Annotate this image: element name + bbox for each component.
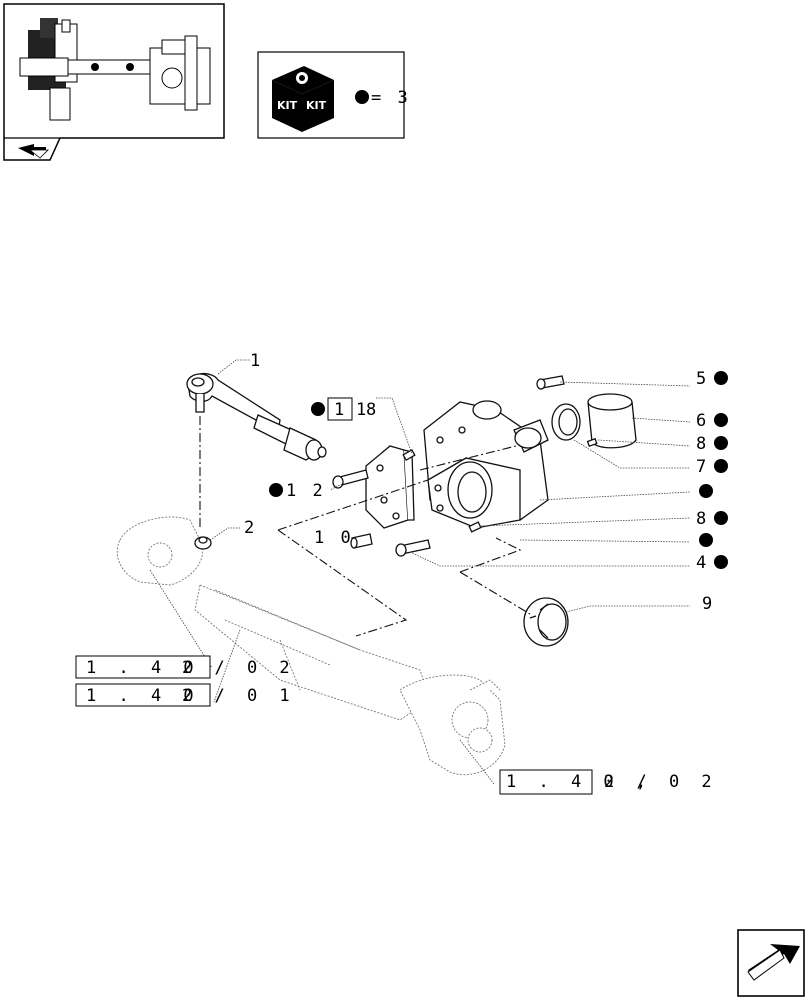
callout-label-1: 1 — [250, 351, 263, 371]
bullet-dot-icon — [311, 402, 325, 416]
callout-label-11b: 1 — [356, 400, 369, 420]
callout-label-4: 4 — [696, 553, 709, 573]
callout-label-6: 6 — [696, 411, 709, 431]
tie-rod-end[interactable] — [186, 373, 327, 461]
bullet-dot-icon — [699, 484, 713, 498]
callout-2[interactable]: 2 — [244, 518, 257, 538]
nav-back-arrow-icon[interactable] — [18, 144, 49, 159]
reference-b-text: 1 . 4 0 — [86, 686, 200, 706]
callout-blank-2[interactable] — [699, 533, 713, 547]
reference-a-text: 1 . 4 0 — [86, 658, 200, 678]
gear-ring-part-9[interactable] — [523, 597, 569, 647]
callout-11[interactable]: 1 1 8 — [311, 397, 379, 421]
callout-label-8a: 8 — [696, 434, 709, 454]
thumbnail-panel[interactable] — [3, 3, 225, 161]
leader-lines — [149, 359, 691, 785]
reference-b-suffix: 2 / 0 1 — [182, 686, 296, 706]
assembly-lines — [277, 444, 531, 637]
callout-label-2: 2 — [244, 518, 257, 538]
pin-part-8-upper[interactable] — [586, 437, 598, 448]
pin-part-18[interactable] — [402, 449, 416, 461]
callout-label-12: 1 2 — [286, 481, 326, 501]
callout-label-8b: 8 — [696, 509, 709, 529]
bullet-dot-icon — [714, 371, 728, 385]
reference-c-suffix: 2 / 0 2 — [604, 772, 718, 792]
flange-plate[interactable] — [365, 445, 415, 529]
bullet-dot-icon — [355, 90, 369, 104]
bullet-dot-icon — [714, 511, 728, 525]
bullet-dot-icon — [269, 483, 283, 497]
pin-part-10[interactable] — [350, 533, 373, 549]
seal-ring-part-7[interactable] — [551, 403, 581, 441]
callout-blank-1[interactable] — [699, 484, 713, 498]
axle-thumbnail-icon — [19, 18, 211, 121]
kit-panel: KIT KIT = 3 — [257, 51, 411, 139]
callout-1[interactable]: 1 — [250, 351, 263, 371]
bullet-dot-icon — [714, 459, 728, 473]
reference-link-a[interactable]: 1 . 4 0 2 / 0 2 — [75, 655, 296, 679]
callout-label-11: 1 — [334, 400, 347, 420]
callout-10[interactable]: 1 0 — [314, 528, 354, 548]
reference-link-c[interactable]: 1 . 4 0 , 2 / 0 2 — [499, 769, 718, 795]
bullet-dot-icon — [714, 413, 728, 427]
axle-housing-ghost — [116, 516, 506, 776]
callout-5[interactable]: 5 — [696, 369, 728, 389]
callout-label-18: 8 — [366, 400, 379, 420]
bolt-part-4[interactable] — [395, 539, 431, 557]
bolt-part-5[interactable] — [536, 375, 565, 390]
nut-part-2[interactable] — [194, 536, 212, 550]
kit-label-right: KIT — [306, 99, 327, 112]
callout-7[interactable]: 7 — [696, 457, 728, 477]
bullet-dot-icon — [714, 436, 728, 450]
reference-link-b[interactable]: 1 . 4 0 2 / 0 1 — [75, 683, 296, 707]
callout-8-lower[interactable]: 8 — [696, 509, 728, 529]
reference-a-suffix: 2 / 0 2 — [182, 658, 296, 678]
kit-equals-text: = 3 — [371, 88, 411, 108]
reference-c-text: 1 . 4 0 , — [506, 772, 652, 792]
kit-label-left: KIT — [277, 99, 298, 112]
bullet-dot-icon — [699, 533, 713, 547]
callout-9[interactable]: 9 — [702, 594, 715, 614]
bushing-part-6[interactable] — [587, 393, 637, 449]
kit-box-icon: KIT KIT — [272, 66, 334, 132]
callout-label-10: 1 0 — [314, 528, 354, 548]
callout-label-7: 7 — [696, 457, 709, 477]
callout-8-upper[interactable]: 8 — [696, 434, 728, 454]
bullet-dot-icon — [714, 555, 728, 569]
nav-next-arrow-icon[interactable] — [737, 929, 805, 997]
pin-part-8-lower[interactable] — [468, 521, 482, 533]
bolt-part-12[interactable] — [332, 469, 369, 489]
callout-label-5: 5 — [696, 369, 709, 389]
callout-label-9: 9 — [702, 594, 715, 614]
callout-6[interactable]: 6 — [696, 411, 728, 431]
steering-housing[interactable] — [423, 400, 549, 529]
callout-4[interactable]: 4 — [696, 553, 728, 573]
callout-12[interactable]: 1 2 — [269, 481, 326, 501]
